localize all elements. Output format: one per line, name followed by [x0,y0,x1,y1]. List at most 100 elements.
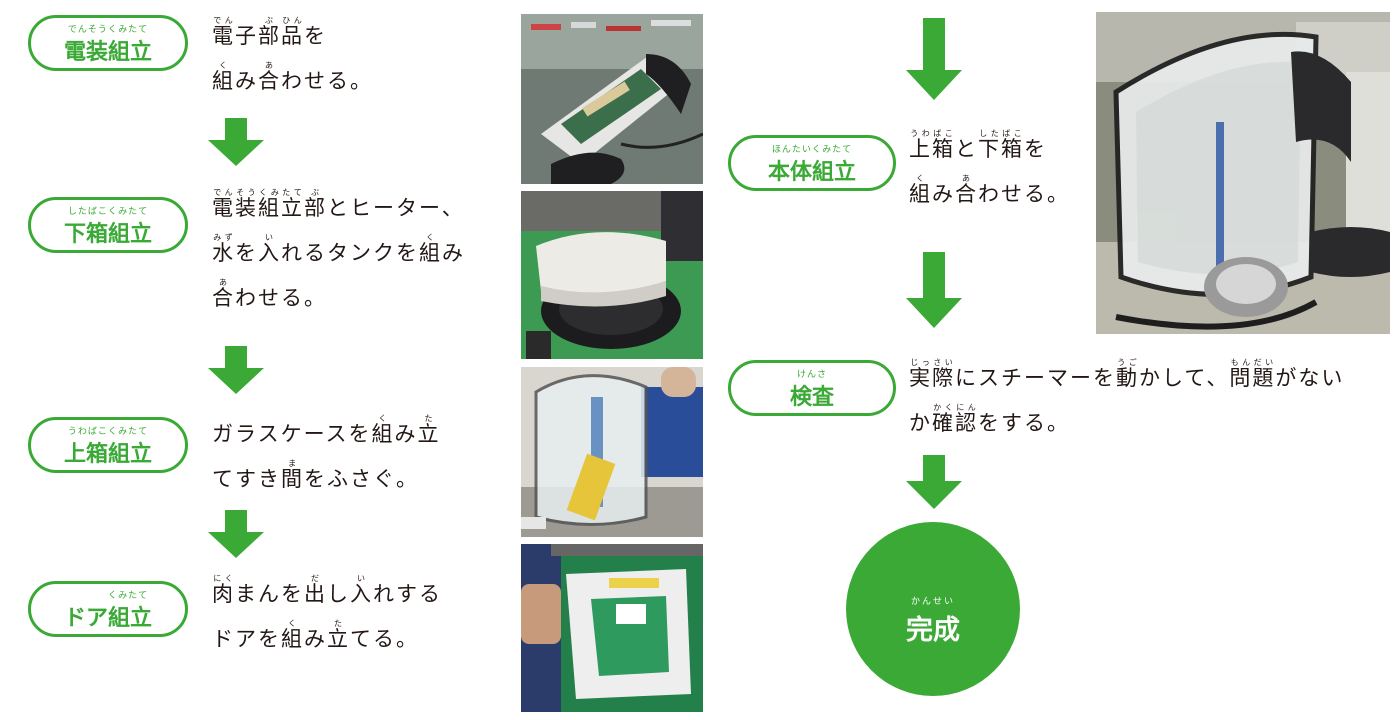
description-line: 組くみ合あわせる。 [212,59,373,104]
description-line: 水みずを入いれるタンクを組くみ [212,231,465,276]
description-text: を [235,241,258,265]
description-line: ガラスケースを組くみ立た [212,412,441,457]
ruby-word: 動うご [1116,358,1139,390]
description-line: 電装組立でんそうくみたて部ぶとヒーター、 [212,186,465,231]
ruby-base: 組 [909,182,932,206]
ruby-base: 組 [281,627,304,651]
ruby-base: 立 [417,422,441,446]
ruby-base: 実際 [909,366,955,390]
description-text: み [304,627,327,651]
description-text: み [442,241,465,265]
description-text: をする。 [978,411,1070,435]
photo-door-assembly [521,544,703,712]
ruby-base: 電 [212,24,235,48]
ruby-word: 間ま [281,459,304,491]
ruby-reading: もんだい [1229,358,1276,367]
ruby-word: 下箱したばこ [978,129,1024,161]
ruby-word: 品ひん [281,16,304,48]
ruby-base: 確認 [932,411,978,435]
description-text: をふさぐ。 [304,467,419,491]
ruby-reading: ぶ [304,188,327,197]
ruby-base: 電装組立 [212,196,304,220]
ruby-word: 電装組立でんそうくみたて [212,188,304,220]
description-line: 合あわせる。 [212,276,465,321]
ruby-reading: うご [1116,358,1139,367]
step-badge-main-body-assembly: ほんたいくみたて 本体組立 [728,135,896,191]
description-line: か確認かくにんをする。 [909,401,1344,446]
ruby-reading: た [327,619,350,628]
ruby-word: 入い [350,574,373,606]
ruby-word: 電でん [212,16,235,48]
ruby-word: 問題もんだい [1229,358,1276,390]
ruby-reading: ひん [281,16,304,25]
ruby-reading: でんそうくみたて [212,188,304,197]
down-arrow-icon [906,252,962,328]
description-text: ガラスケースを [212,422,372,446]
ruby-reading: うわばこ [909,129,955,138]
ruby-base: 動 [1116,366,1139,390]
ruby-reading: く [212,61,235,70]
ruby-base: 肉 [212,582,235,606]
ruby-base: 下箱 [978,137,1024,161]
ruby-reading: でん [212,16,235,25]
down-arrow-icon [208,118,264,166]
ruby-word: 上箱うわばこ [909,129,955,161]
ruby-base: 入 [350,582,373,606]
step-description-main-body-assembly: 上箱うわばこと下箱したばこを組くみ合あわせる。 [909,127,1070,217]
description-text: てる。 [350,627,419,651]
ruby-reading: い [258,233,281,242]
ruby-reading: ぶ [258,16,281,25]
ruby-base: 問題 [1229,366,1276,390]
description-text: ドアを [212,627,281,651]
description-text: と [955,137,978,161]
ruby-word: 組く [419,233,442,265]
photo-upper-box-assembly [521,367,703,537]
down-arrow-icon [906,455,962,509]
photo-main-body-assembly [1096,12,1390,334]
description-text: を [1024,137,1047,161]
ruby-base: 合 [212,286,235,310]
ruby-word: 立た [327,619,350,651]
ruby-word: 組く [281,619,304,651]
down-arrow-icon [208,346,264,394]
step-badge-lower-box-assembly: したばこくみたて 下箱組立 [28,197,188,253]
description-text: わせる。 [978,182,1070,206]
ruby-word: 合あ [212,278,235,310]
ruby-reading: にく [212,574,235,583]
description-text: み [235,69,258,93]
ruby-reading: た [417,414,441,423]
step-description-upper-box-assembly: ガラスケースを組くみ立たてすき間まをふさぐ。 [212,412,441,502]
ruby-base: 間 [281,467,304,491]
ruby-reading: したばこ [978,129,1024,138]
ruby-base: 合 [258,69,281,93]
description-text: わせる。 [281,69,373,93]
ruby-word: 実際じっさい [909,358,955,390]
ruby-word: 組く [909,174,932,206]
ruby-reading: く [419,233,442,242]
ruby-word: 入い [258,233,281,265]
ruby-base: 立 [327,627,350,651]
step-badge-electrical-assembly: でんそうくみたて 電装組立 [28,15,188,71]
ruby-reading: く [371,414,395,423]
ruby-reading: かくにん [932,403,978,412]
ruby-base: 組 [212,69,235,93]
description-text: てすき [212,467,281,491]
description-text: わせる。 [235,286,327,310]
ruby-base: 水 [212,241,235,265]
ruby-reading: あ [212,278,235,287]
ruby-word: 出だ [304,574,327,606]
step-description-lower-box-assembly: 電装組立でんそうくみたて部ぶとヒーター、水みずを入いれるタンクを組くみ合あわせる… [212,186,465,321]
ruby-reading: ま [281,459,304,468]
step-description-electrical-assembly: 電でん子部ぶ品ひんを組くみ合あわせる。 [212,14,373,104]
ruby-base: 入 [258,241,281,265]
ruby-word: 組く [372,414,395,446]
ruby-word: 部ぶ [304,188,327,220]
ruby-base: 部 [304,196,327,220]
description-line: 肉にくまんを出だし入いれする [212,572,442,617]
ruby-base: 上箱 [909,137,955,161]
down-arrow-icon [906,18,962,100]
photo-lower-box-assembly [521,191,703,359]
description-text: とヒーター、 [327,196,465,220]
ruby-word: 肉にく [212,574,235,606]
description-text: れする [373,582,442,606]
